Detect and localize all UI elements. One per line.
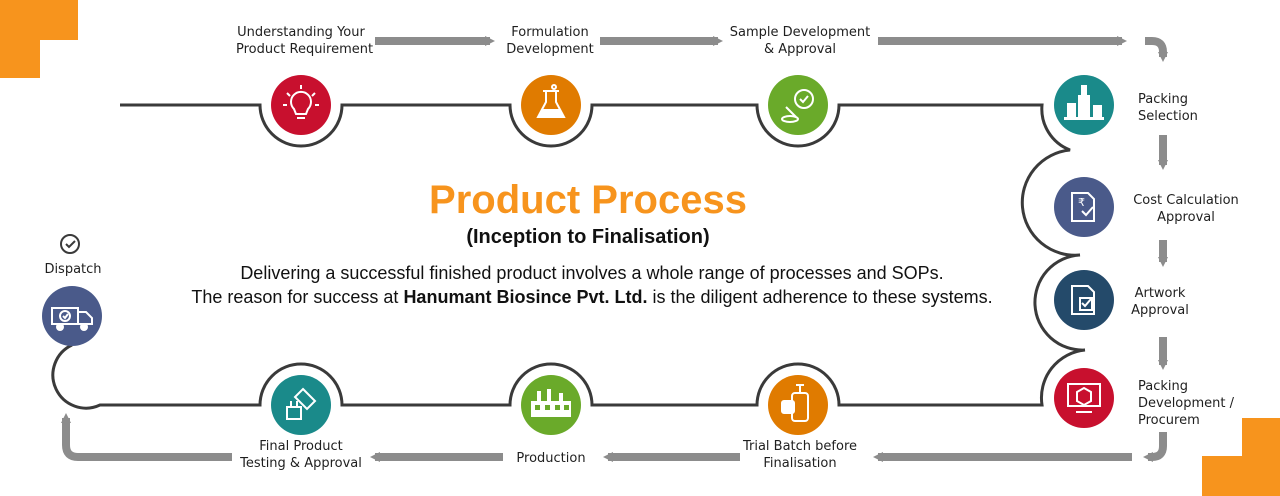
arrow-10-to-11 [61,413,232,461]
delivery-truck-icon [51,307,93,331]
step-1-node [262,66,340,144]
step-8-label-line-1: Trial Batch before [742,439,858,454]
step-6-node [1054,270,1114,330]
step-10-label-line-2: Testing & Approval [240,456,362,471]
test-tubes-icon [286,387,317,420]
step-5-label-line-2: Approval [1157,210,1215,225]
step-6-label-line-1: Artwork [1134,286,1186,301]
step-circles: ₹ [42,66,1114,435]
step-9-label: Production [506,450,596,467]
step-11-label-line-1: Dispatch [44,262,102,277]
step-9-node [521,375,581,435]
step-7-node [1054,368,1114,428]
step-5-label: Cost Calculation Approval [1130,192,1242,226]
step-5-label-line-1: Cost Calculation [1133,193,1239,208]
step-1-label-line-1: Understanding Your [237,25,365,40]
step-4-label: Packing Selection [1138,91,1228,125]
description-line-2-end: is the diligent adherence to these syste… [647,287,993,307]
step-2-label: Formulation Development [500,24,600,58]
step-5-node: ₹ [1054,177,1114,237]
description: Delivering a successful finished product… [0,261,1184,309]
bottles-icon [1064,85,1104,120]
arrow-turn-down [1145,37,1168,62]
step-2-label-line-2: Development [506,42,594,57]
process-track [51,103,1086,410]
dispenser-bottle-icon [781,384,809,422]
step-6-label: Artwork Approval [1128,285,1192,319]
lightbulb-icon [283,85,319,119]
corner-decoration-bottom-right [1202,418,1280,496]
monitor-box-icon [1067,383,1101,413]
step-11-node [42,286,102,346]
step-2-label-line-1: Formulation [511,25,589,40]
company-name: Hanumant Biosince Pvt. Ltd. [403,287,648,307]
step-1-label-line-2: Product Requirement [236,42,374,57]
step-3-label: Sample Development & Approval [728,24,872,58]
check-circle-icon [60,234,80,254]
step-9-label-line-1: Production [516,451,586,466]
step-11-label: Dispatch [38,261,108,278]
diagram-title: Product Process [429,178,747,222]
step-1-label: Understanding Your Product Requirement [236,24,374,58]
description-line-2-start: The reason for success at [191,287,404,307]
document-check-icon [1071,285,1095,315]
step-10-label-line-1: Final Product [259,439,343,454]
step-7-label-line-1: Packing [1138,379,1189,394]
description-line-2: The reason for success at Hanumant Biosi… [0,285,1184,309]
step-7-label-line-2: Development / [1138,396,1235,411]
svg-text:₹: ₹ [1078,196,1085,209]
step-3-node [768,75,828,135]
step-7-label: Packing Development / Procurem [1138,378,1238,429]
step-7-label-line-3: Procurem [1138,413,1200,428]
step-4-label-line-2: Selection [1138,109,1198,124]
step-3-label-line-2: & Approval [764,42,836,57]
factory-icon [531,389,571,417]
description-line-1: Delivering a successful finished product… [240,263,944,283]
step-4-node [1054,75,1114,135]
diagram-subtitle: (Inception to Finalisation) [466,226,710,248]
step-2-node [521,75,581,135]
flask-icon [536,84,566,118]
flow-arrows [61,36,1168,462]
sample-approval-icon [781,89,814,123]
step-3-label-line-1: Sample Development [729,25,871,40]
step-8-label: Trial Batch before Finalisation [740,438,860,472]
rupee-document-icon: ₹ [1071,192,1095,222]
step-10-label: Final Product Testing & Approval [238,438,364,472]
step-8-node [768,375,828,435]
step-10-node [271,375,331,435]
step-6-label-line-2: Approval [1131,303,1189,318]
step-4-label-line-1: Packing [1138,92,1189,107]
arrow-turn-left [1143,432,1167,462]
corner-decoration-top-left [0,0,78,78]
step-8-label-line-2: Finalisation [763,456,837,471]
